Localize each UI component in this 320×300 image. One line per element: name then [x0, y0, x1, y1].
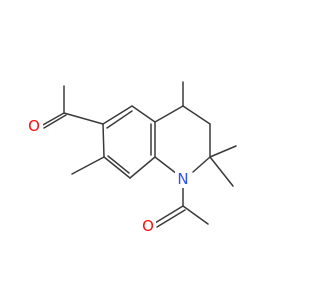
bond: [103, 156, 131, 179]
atom-label-background: [139, 214, 156, 234]
bond: [209, 145, 237, 158]
bond: [40, 112, 65, 127]
bond: [102, 105, 133, 125]
atom-n-ring: N: [175, 168, 192, 188]
bond: [192, 156, 211, 173]
bond: [43, 114, 67, 129]
molecule-structure-diagram: O N O: [26, 81, 237, 235]
bond: [154, 156, 178, 175]
bond: [131, 105, 156, 123]
bond: [182, 205, 209, 225]
bond: [102, 123, 105, 158]
bond: [154, 105, 184, 123]
oxygen-label: O: [142, 217, 154, 235]
bond: [106, 110, 133, 129]
bonds: [40, 81, 237, 228]
atom-o-amide: O: [139, 214, 156, 235]
atom-o-ketone: O: [26, 114, 43, 135]
bond: [156, 209, 186, 228]
atom-label-background: [26, 114, 43, 134]
bond: [154, 205, 184, 224]
bond: [129, 156, 156, 179]
bond: [107, 155, 130, 174]
bond: [63, 112, 104, 125]
atom-label-background: [175, 168, 192, 188]
oxygen-label: O: [28, 117, 40, 135]
nitrogen-label: N: [177, 170, 188, 188]
bond: [71, 156, 105, 175]
bond: [182, 105, 211, 125]
bond: [209, 156, 234, 187]
